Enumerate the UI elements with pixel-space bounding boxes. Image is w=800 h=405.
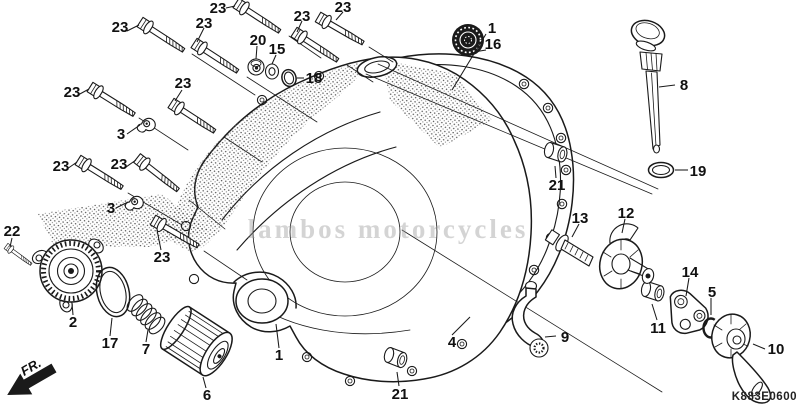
callout-4: 4 — [448, 334, 457, 351]
flange-bolt — [313, 10, 368, 50]
oil-filler-boss — [356, 56, 398, 78]
callout-leader-lines — [9, 5, 766, 389]
callout-3: 3 — [117, 126, 125, 143]
stipple-shading-left-band — [38, 194, 208, 247]
part-22-bolt — [3, 242, 35, 269]
callout-11: 11 — [650, 320, 666, 337]
flange-bolt — [166, 96, 220, 138]
callout-23: 23 — [175, 75, 192, 92]
callout-2: 2 — [69, 314, 77, 331]
callout-17: 17 — [102, 335, 119, 352]
part-9-lever-arm — [511, 280, 549, 358]
part-12-pump-rotor — [598, 223, 655, 290]
part-21-collar — [542, 141, 570, 164]
callout-1: 1 — [488, 20, 496, 37]
part-13-drain-bolt — [544, 229, 594, 267]
stipple-shading-top-left — [166, 60, 375, 252]
part-20-nut — [247, 58, 265, 76]
callout-9: 9 — [561, 329, 569, 346]
callout-5: 5 — [708, 284, 716, 301]
callout-23: 23 — [64, 84, 81, 101]
callout-23: 23 — [196, 15, 213, 32]
part-2-filter-cover — [31, 238, 104, 313]
callout-16: 16 — [485, 36, 502, 53]
fr-direction-arrow: FR. — [7, 355, 57, 395]
part-6-oil-filter-element — [159, 305, 233, 377]
flange-bolt — [85, 80, 139, 122]
callout-23: 23 — [112, 19, 129, 36]
callout-12: 12 — [618, 205, 635, 222]
assembly-alignment-lines — [127, 35, 663, 393]
callout-6: 6 — [203, 387, 211, 404]
flange-bolt — [131, 151, 184, 197]
part-8-dipstick — [630, 19, 666, 154]
part-18-o-ring — [281, 68, 297, 88]
part-17-o-ring — [95, 266, 131, 318]
callout-19: 19 — [690, 163, 707, 180]
part-14-plate — [669, 289, 709, 335]
callout-18: 18 — [306, 70, 323, 87]
callout-23: 23 — [53, 158, 70, 175]
oil-filter-boss — [233, 271, 297, 324]
callout-7: 7 — [142, 341, 150, 358]
callout-23: 23 — [154, 249, 171, 266]
callout-15: 15 — [269, 41, 286, 58]
part-11-collar — [639, 280, 667, 303]
flange-bolt — [189, 36, 243, 78]
callout-23: 23 — [335, 0, 352, 16]
diagram-code: K883E0600 — [732, 391, 797, 403]
callout-22: 22 — [4, 223, 21, 240]
part-10-kick-lever — [711, 313, 772, 404]
callout-13: 13 — [572, 210, 589, 227]
callout-23: 23 — [294, 8, 311, 25]
callout-21: 21 — [392, 386, 409, 403]
callout-1: 1 — [275, 347, 283, 364]
part-15-washer — [264, 63, 280, 80]
flange-bolt — [289, 25, 343, 67]
callout-14: 14 — [682, 264, 699, 281]
part-7-spring — [126, 294, 166, 335]
callout-3: 3 — [107, 200, 115, 217]
watermark-text: lambos motorcycles — [248, 214, 529, 244]
cover-bolt-lugs — [180, 70, 468, 387]
part-1-r-crankcase-cover — [38, 56, 533, 387]
callout-20: 20 — [250, 32, 267, 49]
part-19-o-ring — [647, 161, 675, 179]
callout-23: 23 — [111, 156, 128, 173]
callout-23: 23 — [210, 0, 227, 17]
callout-21: 21 — [549, 177, 566, 194]
part-16-grommet — [452, 24, 484, 56]
callout-8: 8 — [680, 77, 688, 94]
flange-bolt — [135, 15, 189, 57]
callout-10: 10 — [768, 341, 785, 358]
